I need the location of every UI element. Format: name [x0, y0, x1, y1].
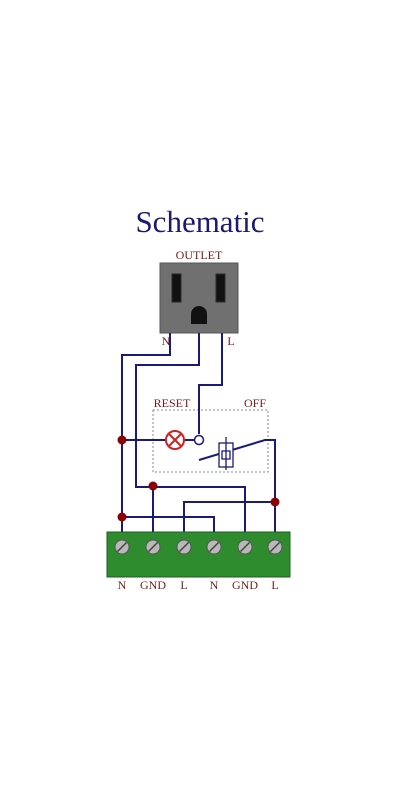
terminal-screw-6	[267, 539, 283, 555]
junction-neutral-jumper	[117, 512, 127, 522]
terminal-screw-4	[206, 539, 222, 555]
terminal-label-2: GND	[140, 578, 166, 592]
outlet-neutral-label: N	[162, 334, 171, 348]
off-label: OFF	[244, 396, 266, 410]
wire-line-bus	[183, 501, 275, 540]
breaker-element	[218, 437, 234, 470]
outlet-ground-hole	[191, 306, 207, 324]
outlet-line-label: L	[227, 334, 234, 348]
wire-outlet-ground	[135, 333, 246, 540]
outlet-label: OUTLET	[176, 248, 223, 262]
terminal-label-5: GND	[232, 578, 258, 592]
junction-line	[270, 497, 280, 507]
terminal-screw-1	[114, 539, 130, 555]
terminal-label-6: L	[271, 578, 278, 592]
outlet-neutral-slot	[171, 273, 182, 303]
junction-neutral-lamp	[117, 435, 127, 445]
terminal-screw-5	[237, 539, 253, 555]
page-title: Schematic	[135, 204, 265, 239]
terminal-label-1: N	[118, 578, 127, 592]
wire-outlet-neutral	[121, 333, 171, 540]
terminal-label-4: N	[210, 578, 219, 592]
outlet-line-slot	[215, 273, 226, 303]
terminal-screw-2	[145, 539, 161, 555]
terminal-screws	[114, 539, 283, 555]
reset-label: RESET	[154, 396, 191, 410]
terminal-labels: N GND L N GND L	[118, 578, 279, 592]
terminal-block	[106, 531, 291, 578]
switch-contact	[193, 434, 205, 446]
terminal-screw-3	[176, 539, 192, 555]
junction-ground	[148, 481, 158, 491]
switch-blade	[198, 439, 276, 540]
terminal-label-3: L	[180, 578, 187, 592]
reset-lamp-icon	[165, 430, 185, 450]
wire-outlet-line	[198, 333, 223, 434]
